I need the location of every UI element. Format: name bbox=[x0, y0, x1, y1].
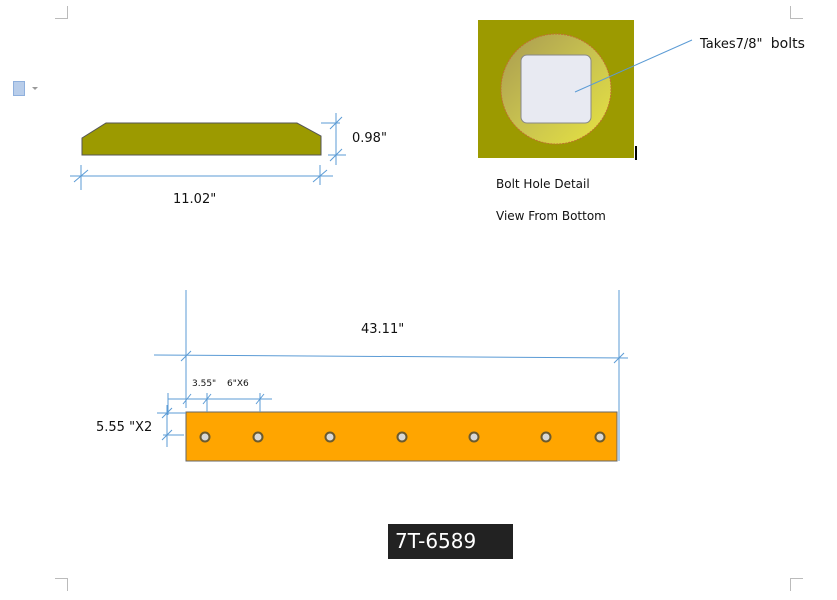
top-view bbox=[153, 290, 629, 462]
part-number: 7T-6589 bbox=[395, 529, 477, 553]
hole-spacing-label: 6"X6 bbox=[227, 379, 249, 389]
page-corner-mark bbox=[790, 6, 803, 19]
bolt-hole bbox=[252, 431, 264, 443]
paste-options-icon[interactable] bbox=[13, 81, 25, 96]
page-corner-mark bbox=[55, 6, 68, 19]
bolt-unit: bolts bbox=[770, 36, 805, 52]
dropdown-arrow-icon[interactable] bbox=[32, 87, 38, 90]
edge-offset-label: 5.55 "X2 bbox=[96, 420, 153, 435]
bolt-hole bbox=[468, 431, 480, 443]
bolt-callout: Takes7/8" bolts bbox=[700, 36, 805, 52]
first-hole-label: 3.55" bbox=[192, 379, 217, 389]
bolt-caption-view: View From Bottom bbox=[496, 209, 606, 223]
side-height-label: 0.98" bbox=[352, 131, 387, 146]
bolt-hole-detail bbox=[478, 20, 693, 160]
side-length-label: 11.02" bbox=[173, 192, 217, 207]
page-corner-mark bbox=[55, 578, 68, 591]
side-view bbox=[70, 113, 346, 190]
bolt-size: Takes7/8" bbox=[700, 37, 763, 52]
overall-length-label: 43.11" bbox=[361, 322, 405, 337]
bolt-caption-title: Bolt Hole Detail bbox=[496, 177, 590, 191]
bolt-hole bbox=[594, 431, 606, 443]
part-number-badge: 7T-6589 bbox=[388, 524, 513, 559]
bolt-hole bbox=[540, 431, 552, 443]
bolt-holes bbox=[199, 431, 606, 443]
bolt-hole bbox=[396, 431, 408, 443]
bolt-hole bbox=[199, 431, 211, 443]
side-profile bbox=[81, 122, 322, 156]
page-corner-mark bbox=[790, 578, 803, 591]
bolt-hole bbox=[324, 431, 336, 443]
